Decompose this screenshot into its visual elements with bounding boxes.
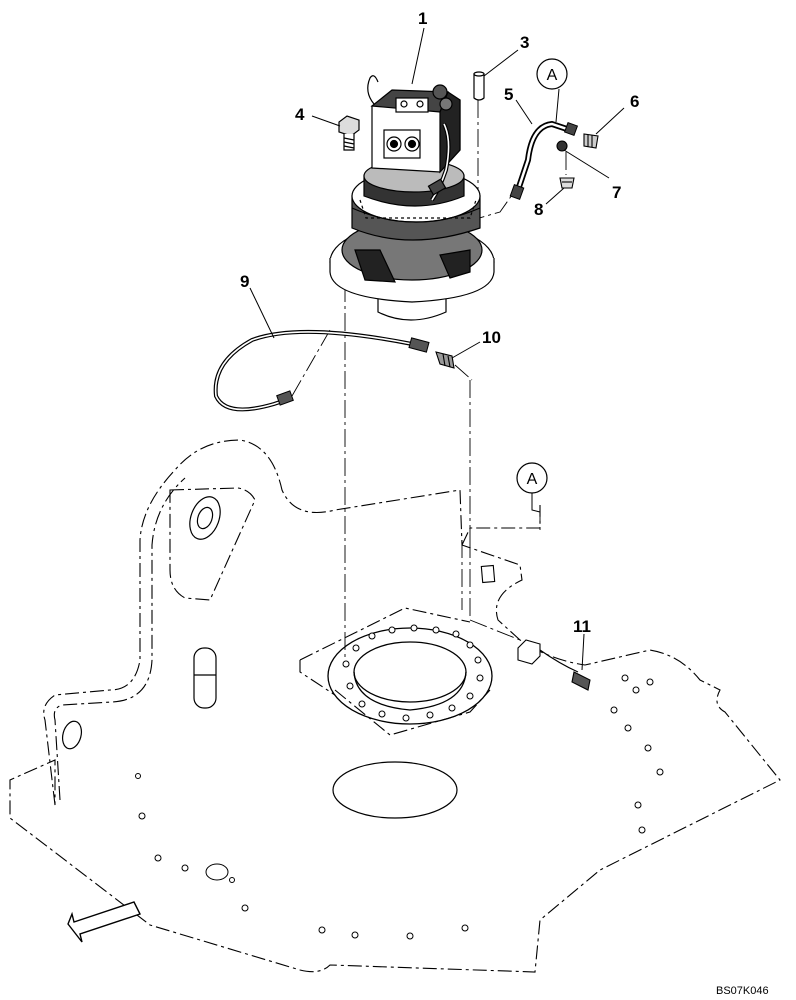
- callout-number-3: 3: [520, 33, 529, 52]
- sensor-part: [480, 564, 591, 691]
- leader-lines: [249, 27, 625, 671]
- callout-number-9: 9: [240, 272, 249, 291]
- fitting-parts: [556, 133, 599, 189]
- detail-ref-label-top: A: [547, 67, 558, 84]
- frame-floor-opening: [332, 761, 458, 819]
- hose-part: [213, 329, 430, 412]
- upper-frame-outline: [9, 439, 781, 973]
- callout-number-10: 10: [482, 328, 501, 347]
- bolt-part: [338, 115, 360, 151]
- front-direction-arrow-icon: [67, 901, 141, 943]
- plug-part: [473, 71, 485, 101]
- callout-numbers: 1 3 4 5 6 7 8 9 10 11: [240, 9, 639, 636]
- assembly-guide-lines: [291, 100, 567, 660]
- swing-motor-assembly: [329, 75, 495, 321]
- callout-number-4: 4: [295, 105, 305, 124]
- deck-small-opening: [205, 863, 229, 881]
- detail-reference-a-top: A: [536, 58, 568, 90]
- callout-number-11: 11: [573, 617, 591, 636]
- pipe-part: [509, 120, 579, 200]
- drawing-code: BS07K046: [716, 985, 769, 997]
- swing-ring-flange: [327, 627, 493, 725]
- callout-number-7: 7: [612, 183, 621, 202]
- callout-number-8: 8: [534, 200, 543, 219]
- bracket-holes: [61, 496, 221, 750]
- adapter-part: [435, 351, 455, 369]
- deck-bolt-holes: [135, 674, 664, 940]
- detail-ref-label-bottom: A: [527, 471, 538, 488]
- callout-number-1: 1: [418, 9, 427, 28]
- flange-bolt-holes: [342, 624, 484, 722]
- callout-number-6: 6: [630, 92, 639, 111]
- detail-reference-a-bottom: A: [516, 462, 548, 494]
- callout-number-5: 5: [504, 85, 513, 104]
